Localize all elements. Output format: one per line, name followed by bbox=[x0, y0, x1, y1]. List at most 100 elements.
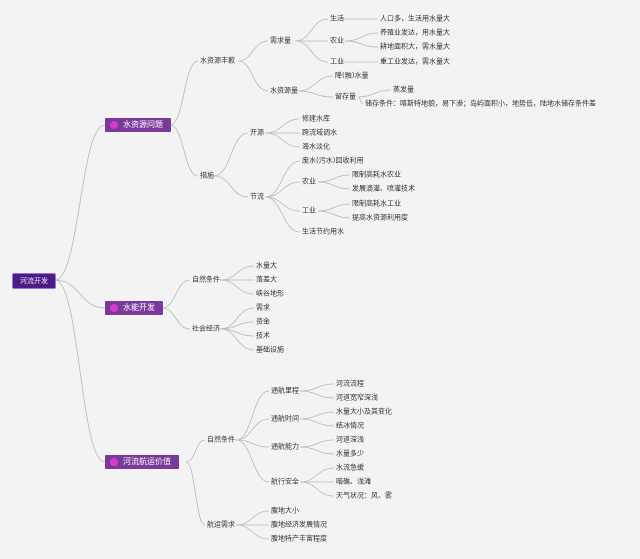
connector bbox=[161, 279, 191, 309]
connector bbox=[219, 328, 255, 351]
leaf-agri-1[interactable]: 养殖业发达，用水量大 bbox=[380, 28, 450, 37]
node-hydro-socio[interactable]: 社会经济 bbox=[192, 324, 220, 333]
leaf-save-life[interactable]: 生活节约用水 bbox=[302, 227, 344, 236]
connector bbox=[317, 210, 351, 219]
node-nav-time[interactable]: 通航时间 bbox=[271, 414, 299, 423]
connector bbox=[344, 32, 379, 42]
branch-label: 河流航运价值 bbox=[123, 457, 171, 466]
connector bbox=[235, 439, 270, 483]
connector bbox=[169, 124, 199, 177]
node-save[interactable]: 节流 bbox=[250, 192, 264, 201]
leaf-mileage-1[interactable]: 河流流程 bbox=[336, 379, 364, 388]
node-industry[interactable]: 工业 bbox=[330, 57, 344, 66]
connector bbox=[294, 40, 329, 63]
connector bbox=[297, 90, 334, 98]
leaf-agri-2[interactable]: 耕地面积大，需水量大 bbox=[380, 42, 450, 51]
leaf-hydro-n1[interactable]: 水量大 bbox=[256, 261, 277, 270]
connector bbox=[264, 160, 301, 198]
connector bbox=[54, 279, 106, 463]
leaf-time-1[interactable]: 水量大小及其变化 bbox=[336, 407, 392, 416]
connector bbox=[264, 118, 301, 134]
leaf-storage-conditions[interactable]: 储存条件：喀斯特地貌，易下渗；岛屿面积小，地势低，陆地水储存条件差 bbox=[365, 99, 596, 108]
node-nav-capacity[interactable]: 通航能力 bbox=[271, 442, 299, 451]
leaf-time-2[interactable]: 结冰情况 bbox=[336, 421, 364, 430]
node-nav-safety[interactable]: 航行安全 bbox=[271, 477, 299, 486]
node-demand[interactable]: 需求量 bbox=[270, 36, 291, 45]
leaf-transfer[interactable]: 跨流域调水 bbox=[302, 128, 337, 137]
connector bbox=[299, 411, 335, 420]
node-ship-demand[interactable]: 航运需求 bbox=[207, 520, 235, 529]
leaf-save-agri-2[interactable]: 发展滴灌、喷灌技术 bbox=[352, 184, 415, 193]
branch-label: 水能开发 bbox=[123, 303, 155, 312]
connector bbox=[264, 196, 301, 233]
connector bbox=[317, 181, 351, 190]
connector bbox=[235, 390, 270, 441]
leaf-hydro-s3[interactable]: 技术 bbox=[256, 331, 270, 340]
node-hydro-natural[interactable]: 自然条件 bbox=[192, 275, 220, 284]
connector bbox=[317, 174, 351, 183]
connector bbox=[299, 383, 335, 392]
connector bbox=[299, 467, 335, 483]
leaf-capacity-2[interactable]: 水量多少 bbox=[336, 449, 364, 458]
leaf-industry[interactable]: 重工业发达，需水量大 bbox=[380, 57, 450, 66]
node-water-abundance[interactable]: 水资源丰歉 bbox=[200, 56, 235, 65]
leaf-mileage-2[interactable]: 河道宽窄深浅 bbox=[336, 393, 378, 402]
leaf-hydro-s1[interactable]: 需求 bbox=[256, 303, 270, 312]
branch-hydropower[interactable]: 水能开发 bbox=[105, 301, 163, 315]
node-ship-natural[interactable]: 自然条件 bbox=[207, 435, 235, 444]
leaf-precipitation[interactable]: 降(融)水量 bbox=[335, 71, 369, 80]
node-mileage[interactable]: 通航里程 bbox=[271, 386, 299, 395]
branch-marker-icon bbox=[110, 304, 118, 312]
node-life[interactable]: 生活 bbox=[330, 14, 344, 23]
leaf-demand-1[interactable]: 腹地大小 bbox=[271, 506, 299, 515]
leaf-hydro-s4[interactable]: 基础设施 bbox=[256, 345, 284, 354]
leaf-hydro-n2[interactable]: 落差大 bbox=[256, 275, 277, 284]
node-storage[interactable]: 留存量 bbox=[335, 92, 356, 101]
branch-marker-icon bbox=[110, 458, 118, 466]
leaf-wastewater[interactable]: 废水(污水)回收利用 bbox=[302, 156, 364, 165]
connector bbox=[213, 175, 249, 198]
branch-shipping[interactable]: 河流航运价值 bbox=[105, 455, 179, 469]
node-agriculture[interactable]: 农业 bbox=[330, 36, 344, 45]
node-water-amount[interactable]: 水资源量 bbox=[270, 86, 298, 95]
branch-water-resources[interactable]: 水资源问题 bbox=[105, 118, 171, 132]
connector bbox=[169, 60, 199, 126]
leaf-save-agri-1[interactable]: 限制高耗水农业 bbox=[352, 170, 401, 179]
connector bbox=[344, 40, 379, 48]
leaf-hydro-n3[interactable]: 峡谷地形 bbox=[256, 289, 284, 298]
connector bbox=[54, 279, 106, 309]
leaf-life-demand[interactable]: 人口多，生活用水量大 bbox=[380, 14, 450, 23]
connector bbox=[299, 446, 335, 455]
connector bbox=[185, 461, 206, 526]
leaf-save-ind-1[interactable]: 限制高耗水工业 bbox=[352, 199, 401, 208]
node-open-source[interactable]: 开源 bbox=[250, 128, 264, 137]
leaf-desalination[interactable]: 海水淡化 bbox=[302, 142, 330, 151]
connector bbox=[237, 40, 269, 62]
leaf-safety-2[interactable]: 暗礁、浅滩 bbox=[336, 477, 371, 486]
leaf-safety-1[interactable]: 水流急缓 bbox=[336, 463, 364, 472]
connector bbox=[264, 132, 301, 148]
leaf-safety-3[interactable]: 天气状况：风、雾 bbox=[336, 491, 392, 500]
connector bbox=[235, 510, 270, 526]
connector bbox=[299, 390, 335, 399]
connector bbox=[213, 132, 249, 177]
node-save-ind[interactable]: 工业 bbox=[302, 206, 316, 215]
leaf-save-ind-2[interactable]: 提高水资源利用度 bbox=[352, 213, 408, 222]
leaf-capacity-1[interactable]: 河道深浅 bbox=[336, 435, 364, 444]
node-save-agri[interactable]: 农业 bbox=[302, 177, 316, 186]
connector bbox=[161, 307, 191, 330]
connector bbox=[294, 18, 329, 42]
root-node[interactable]: 河流开发 bbox=[12, 273, 56, 289]
leaf-hydro-s2[interactable]: 资金 bbox=[256, 317, 270, 326]
node-measures[interactable]: 措施 bbox=[200, 171, 214, 180]
leaf-demand-2[interactable]: 腹地经济发展情况 bbox=[271, 520, 327, 529]
branch-label: 水资源问题 bbox=[123, 120, 163, 129]
connector bbox=[297, 75, 334, 92]
leaf-demand-3[interactable]: 腹地特产丰富程度 bbox=[271, 534, 327, 543]
leaf-evaporation[interactable]: 蒸发量 bbox=[393, 85, 414, 94]
connector bbox=[237, 60, 269, 92]
connector bbox=[299, 481, 335, 497]
branch-marker-icon bbox=[110, 121, 118, 129]
leaf-reservoir[interactable]: 修建水库 bbox=[302, 114, 330, 123]
